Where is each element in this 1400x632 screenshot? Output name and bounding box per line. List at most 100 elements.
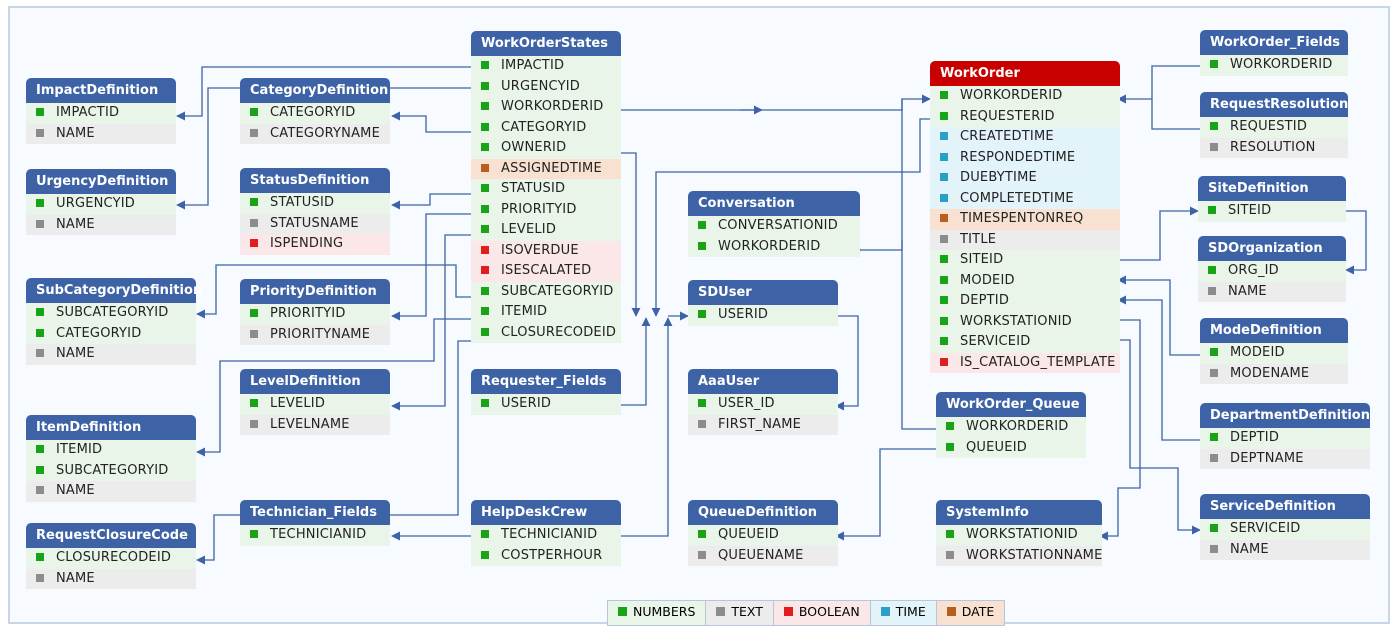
field-row[interactable]: OWNERID — [471, 138, 621, 159]
table-title[interactable]: WorkOrder_Fields — [1200, 30, 1348, 55]
field-row[interactable]: ITEMID — [471, 302, 621, 323]
table-title[interactable]: PriorityDefinition — [240, 279, 390, 304]
field-row[interactable]: RESPONDEDTIME — [930, 147, 1120, 168]
table-title[interactable]: SystemInfo — [936, 500, 1102, 525]
table-title[interactable]: SiteDefinition — [1198, 176, 1346, 201]
field-row[interactable]: WORKSTATIONNAME — [936, 545, 1102, 566]
field-row[interactable]: IS_CATALOG_TEMPLATE — [930, 352, 1120, 373]
field-row[interactable]: CATEGORYID — [26, 323, 196, 344]
table-title[interactable]: WorkOrder — [930, 61, 1120, 86]
field-row[interactable]: PRIORITYID — [471, 199, 621, 220]
table-title[interactable]: ImpactDefinition — [26, 78, 176, 103]
field-row[interactable]: LEVELID — [471, 220, 621, 241]
field-row[interactable]: SUBCATEGORYID — [471, 281, 621, 302]
table-title[interactable]: LevelDefinition — [240, 369, 390, 394]
field-row[interactable]: CREATEDTIME — [930, 127, 1120, 148]
table-title[interactable]: Requester_Fields — [471, 369, 621, 394]
table-title[interactable]: WorkOrder_Queue — [936, 392, 1086, 417]
field-row[interactable]: URGENCYID — [471, 76, 621, 97]
field-row[interactable]: NAME — [1200, 539, 1370, 560]
field-row[interactable]: TIMESPENTONREQ — [930, 209, 1120, 230]
field-row[interactable]: TECHNICIANID — [240, 525, 390, 546]
field-row[interactable]: WORKORDERID — [936, 417, 1086, 438]
field-row[interactable]: QUEUEID — [936, 437, 1086, 458]
field-row[interactable]: SITEID — [930, 250, 1120, 271]
field-row[interactable]: QUEUEID — [688, 525, 838, 546]
field-row[interactable]: SITEID — [1198, 201, 1346, 222]
field-row[interactable]: NAME — [26, 344, 196, 365]
table-title[interactable]: DepartmentDefinition — [1200, 403, 1370, 428]
field-row[interactable]: USERID — [688, 305, 838, 326]
field-row[interactable]: NAME — [26, 123, 176, 144]
field-row[interactable]: NAME — [26, 214, 176, 235]
table-title[interactable]: HelpDeskCrew — [471, 500, 621, 525]
field-row[interactable]: MODEID — [930, 270, 1120, 291]
field-row[interactable]: DEPTID — [1200, 428, 1370, 449]
field-row[interactable]: RESOLUTION — [1200, 137, 1348, 158]
table-title[interactable]: RequestClosureCode — [26, 523, 196, 548]
field-row[interactable]: REQUESTERID — [930, 106, 1120, 127]
table-title[interactable]: Conversation — [688, 191, 860, 216]
field-row[interactable]: NAME — [26, 568, 196, 589]
table-title[interactable]: StatusDefinition — [240, 168, 390, 193]
field-row[interactable]: USER_ID — [688, 394, 838, 415]
field-row[interactable]: DEPTNAME — [1200, 448, 1370, 469]
field-row[interactable]: ITEMID — [26, 440, 196, 461]
field-row[interactable]: NAME — [26, 481, 196, 502]
field-row[interactable]: CONVERSATIONID — [688, 216, 860, 237]
table-title[interactable]: ServiceDefinition — [1200, 494, 1370, 519]
table-title[interactable]: RequestResolution — [1200, 92, 1348, 117]
field-row[interactable]: LEVELNAME — [240, 414, 390, 435]
field-row[interactable]: SUBCATEGORYID — [26, 303, 196, 324]
field-row[interactable]: STATUSID — [240, 193, 390, 214]
table-title[interactable]: ModeDefinition — [1200, 318, 1348, 343]
field-row[interactable]: DEPTID — [930, 291, 1120, 312]
field-row[interactable]: TECHNICIANID — [471, 525, 621, 546]
field-row[interactable]: URGENCYID — [26, 194, 176, 215]
field-row[interactable]: COMPLETEDTIME — [930, 188, 1120, 209]
field-row[interactable]: CLOSURECODEID — [26, 548, 196, 569]
field-row[interactable]: ASSIGNEDTIME — [471, 158, 621, 179]
field-row[interactable]: CATEGORYNAME — [240, 123, 390, 144]
field-row[interactable]: WORKORDERID — [930, 86, 1120, 107]
table-title[interactable]: SDOrganization — [1198, 236, 1346, 261]
table-title[interactable]: ItemDefinition — [26, 415, 196, 440]
field-row[interactable]: MODEID — [1200, 343, 1348, 364]
table-title[interactable]: QueueDefinition — [688, 500, 838, 525]
table-title[interactable]: Technician_Fields — [240, 500, 390, 525]
table-title[interactable]: UrgencyDefinition — [26, 169, 176, 194]
field-row[interactable]: PRIORITYNAME — [240, 324, 390, 345]
field-row[interactable]: STATUSID — [471, 179, 621, 200]
field-row[interactable]: CLOSURECODEID — [471, 322, 621, 343]
field-row[interactable]: WORKORDERID — [688, 236, 860, 257]
field-row[interactable]: ISPENDING — [240, 234, 390, 255]
field-row[interactable]: WORKSTATIONID — [930, 311, 1120, 332]
field-row[interactable]: SERVICEID — [1200, 519, 1370, 540]
field-row[interactable]: ORG_ID — [1198, 261, 1346, 282]
field-row[interactable]: ISOVERDUE — [471, 240, 621, 261]
table-title[interactable]: AaaUser — [688, 369, 838, 394]
field-row[interactable]: REQUESTID — [1200, 117, 1348, 138]
field-row[interactable]: PRIORITYID — [240, 304, 390, 325]
field-row[interactable]: STATUSNAME — [240, 213, 390, 234]
